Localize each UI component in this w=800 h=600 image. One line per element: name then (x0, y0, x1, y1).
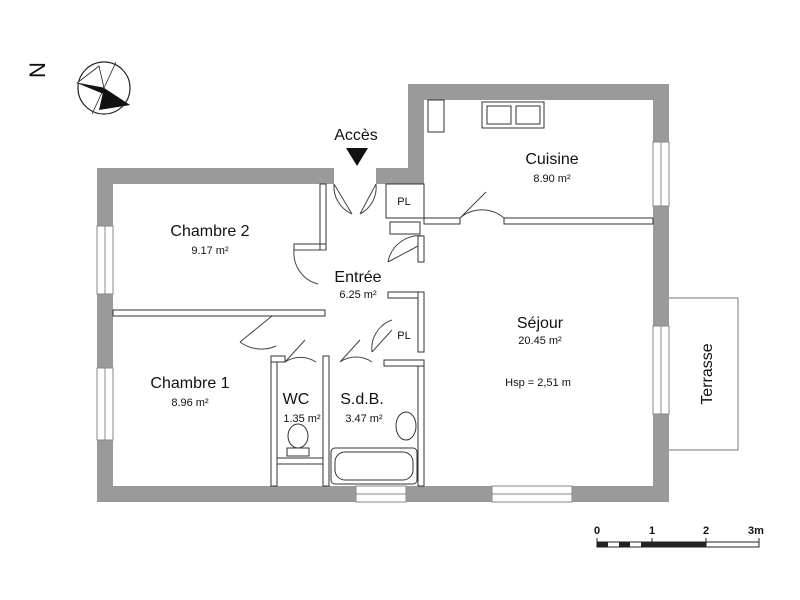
bathtub (330, 447, 418, 485)
kitchen-fixtures (427, 99, 545, 133)
door-entrance-left (333, 183, 353, 215)
room-sejour-height: Hsp = 2,51 m (505, 377, 571, 389)
compass: N (25, 61, 131, 115)
compass-circle (77, 61, 131, 115)
partition-ch2-right-stub (293, 243, 327, 251)
partition-ch2-ch1 (112, 309, 326, 317)
door-cuisine (459, 191, 505, 219)
room-chambre2-area: 9.17 m² (191, 245, 229, 257)
partition-sdb-top-right (383, 359, 425, 367)
room-entree-area: 6.25 m² (339, 289, 377, 301)
room-cuisine-name: Cuisine (525, 151, 578, 168)
partition-wc-top-left (270, 355, 286, 363)
sink-bowl-left (486, 105, 512, 125)
washbasin (395, 411, 417, 441)
scale-seg-1 (597, 542, 608, 547)
compass-axis (91, 61, 117, 115)
wall-kitchen-top (408, 84, 669, 100)
entrance-label: Accès (334, 127, 378, 144)
bathroom-fixtures (286, 411, 418, 485)
scale-label-0: 0 (594, 525, 600, 537)
compass-north-letter: N (25, 62, 50, 78)
scale-bar: 0 1 2 3m (594, 525, 764, 548)
scale-seg-2 (619, 542, 630, 547)
door-entrance-right (359, 183, 377, 215)
toilet-bowl (287, 423, 309, 449)
compass-needle-back (76, 65, 105, 89)
partition-sdb-right (417, 365, 425, 487)
door-chambre1 (239, 315, 277, 350)
scale-label-2: 2 (703, 525, 709, 537)
room-sejour-name: Séjour (517, 315, 564, 332)
fridge-column (427, 99, 445, 133)
wall-left (97, 168, 113, 502)
toilet-tank (286, 447, 310, 457)
entrance-arrow-icon (346, 148, 368, 166)
door-chambre2 (293, 249, 326, 285)
room-chambre1-area: 8.96 m² (171, 397, 209, 409)
scale-label-3: 3m (748, 525, 764, 537)
partition-pl-mid (387, 291, 419, 299)
room-terrasse-name: Terrasse (699, 343, 716, 404)
windows (96, 141, 670, 503)
compass-needle-light (99, 88, 130, 110)
partition-pl-mid-right (417, 291, 425, 353)
partition-wc-sdb (322, 355, 330, 487)
bathtub-inner (334, 451, 414, 481)
partition-ch1-wc (270, 361, 278, 487)
room-pl-top-name: PL (397, 196, 410, 208)
scale-seg-4 (652, 542, 706, 547)
partition-ch2-right (319, 183, 327, 251)
scale-label-1: 1 (649, 525, 655, 537)
wall-entrance-left-stub (318, 168, 334, 184)
partition-wc-bottom (276, 457, 324, 465)
wall-top-left (97, 168, 334, 184)
door-pl-mid (371, 319, 393, 353)
sink (481, 101, 545, 129)
door-wc (284, 339, 317, 363)
wall-entrance-top (376, 168, 424, 184)
walls (97, 84, 669, 502)
wall-kitchen-left (408, 84, 424, 184)
door-sejour (387, 235, 425, 263)
room-sdb-name: S.d.B. (340, 391, 384, 408)
partition-cuisine-bottom-left (423, 217, 461, 225)
room-chambre1-name: Chambre 1 (150, 375, 229, 392)
room-entree-name: Entrée (334, 269, 381, 286)
doors (239, 183, 505, 363)
pl-top-shelf (389, 221, 421, 235)
partitions (112, 183, 654, 487)
room-wc-name: WC (283, 391, 310, 408)
room-chambre2-name: Chambre 2 (170, 223, 249, 240)
room-wc-area: 1.35 m² (283, 413, 321, 425)
room-pl-mid-name: PL (397, 330, 410, 342)
scale-seg-3 (641, 542, 652, 547)
partition-cuisine-bottom (503, 217, 654, 225)
room-cuisine-area: 8.90 m² (533, 173, 571, 185)
sink-bowl-right (515, 105, 541, 125)
room-sejour-area: 20.45 m² (518, 335, 562, 347)
door-sdb (339, 339, 373, 363)
room-sdb-area: 3.47 m² (345, 413, 383, 425)
partition-hall-sejour (417, 235, 425, 263)
pl-top-box (385, 183, 425, 219)
